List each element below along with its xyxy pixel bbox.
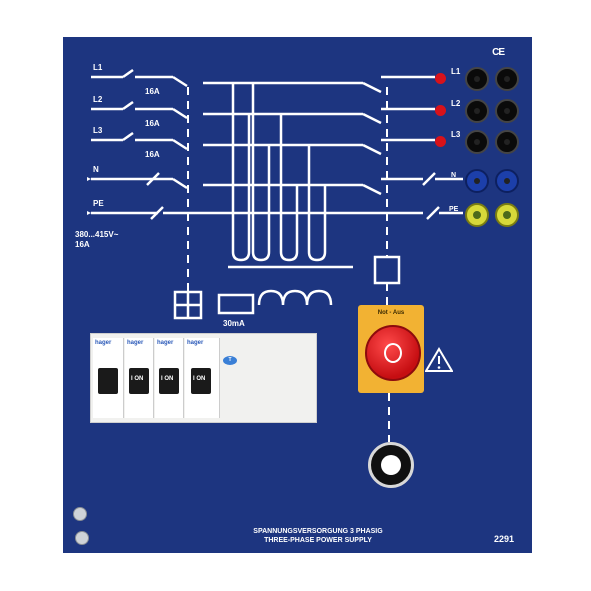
n-socket-1[interactable] xyxy=(465,169,489,193)
l3-socket-2[interactable] xyxy=(495,130,519,154)
ce-mark: CE xyxy=(492,47,505,58)
l1-socket-1[interactable] xyxy=(465,67,489,91)
brand-logo: hager xyxy=(127,340,144,346)
l1-socket-2[interactable] xyxy=(495,67,519,91)
output-label-pe: PE xyxy=(449,206,459,213)
switch-state-label: I ON xyxy=(161,376,174,382)
l2-indicator-lamp xyxy=(435,105,446,116)
mounting-screw xyxy=(75,531,89,545)
fuse-label-3: 16A xyxy=(145,150,160,159)
n-socket-2[interactable] xyxy=(495,169,519,193)
brand-logo: hager xyxy=(157,340,174,346)
l2-socket-2[interactable] xyxy=(495,99,519,123)
main-breaker: hager xyxy=(93,338,124,418)
l3-indicator-lamp xyxy=(435,136,446,147)
fuse-label-1: 16A xyxy=(145,87,160,96)
switch-state-label: I ON xyxy=(193,376,206,382)
input-label-l1: L1 xyxy=(93,63,103,72)
input-label-pe: PE xyxy=(93,199,104,208)
main-breaker-switch[interactable] xyxy=(98,368,118,394)
l2-socket-1[interactable] xyxy=(465,99,489,123)
brand-logo: hager xyxy=(95,340,112,346)
model-number: 2291 xyxy=(493,534,514,544)
mounting-screw xyxy=(73,507,87,521)
key-switch[interactable] xyxy=(368,442,414,488)
input-label-n: N xyxy=(93,165,99,174)
brand-logo: hager xyxy=(187,340,204,346)
output-label-l2: L2 xyxy=(451,99,461,108)
output-label-n: N xyxy=(451,172,457,179)
breaker-2: hager I ON xyxy=(125,338,154,418)
circuit-diagram xyxy=(87,68,463,442)
output-label-l3: L3 xyxy=(451,130,461,139)
panel-title: SPANNUNGSVERSORGUNG 3 PHASIG THREE-PHASE… xyxy=(223,527,413,545)
supply-current-label: 16A xyxy=(75,240,90,249)
breaker-3-switch[interactable] xyxy=(159,368,179,394)
breaker-module: hager hager I ON hager I ON hager I ON T xyxy=(90,333,317,423)
switch-state-label: I ON xyxy=(131,376,144,382)
l1-indicator-lamp xyxy=(435,73,446,84)
power-icon xyxy=(384,343,402,363)
breaker-4: hager I ON xyxy=(185,338,220,418)
supply-voltage-label: 380...415V~ xyxy=(75,230,119,239)
rcd-current-label: 30mA xyxy=(223,319,245,328)
emergency-stop-label: Not - Aus xyxy=(377,310,405,316)
title-german: SPANNUNGSVERSORGUNG 3 PHASIG xyxy=(253,528,383,535)
power-supply-panel: CE L1 L2 L3 N PE 16A 16A 16A 380...415V~… xyxy=(63,37,532,553)
breaker-2-switch[interactable] xyxy=(129,368,149,394)
emergency-stop-housing: Not - Aus xyxy=(358,305,424,393)
pe-socket-2[interactable] xyxy=(495,203,519,227)
input-label-l2: L2 xyxy=(93,95,103,104)
output-label-l1: L1 xyxy=(451,67,461,76)
emergency-stop-button[interactable] xyxy=(365,325,421,381)
breaker-4-switch[interactable] xyxy=(191,368,211,394)
title-english: THREE-PHASE POWER SUPPLY xyxy=(264,537,372,544)
breaker-3: hager I ON xyxy=(155,338,184,418)
fuse-label-2: 16A xyxy=(145,119,160,128)
input-label-l3: L3 xyxy=(93,126,103,135)
key-icon xyxy=(381,455,401,475)
pe-socket-1[interactable] xyxy=(465,203,489,227)
rcd-test-button[interactable]: T xyxy=(223,356,237,365)
warning-icon xyxy=(425,347,453,372)
l3-socket-1[interactable] xyxy=(465,130,489,154)
